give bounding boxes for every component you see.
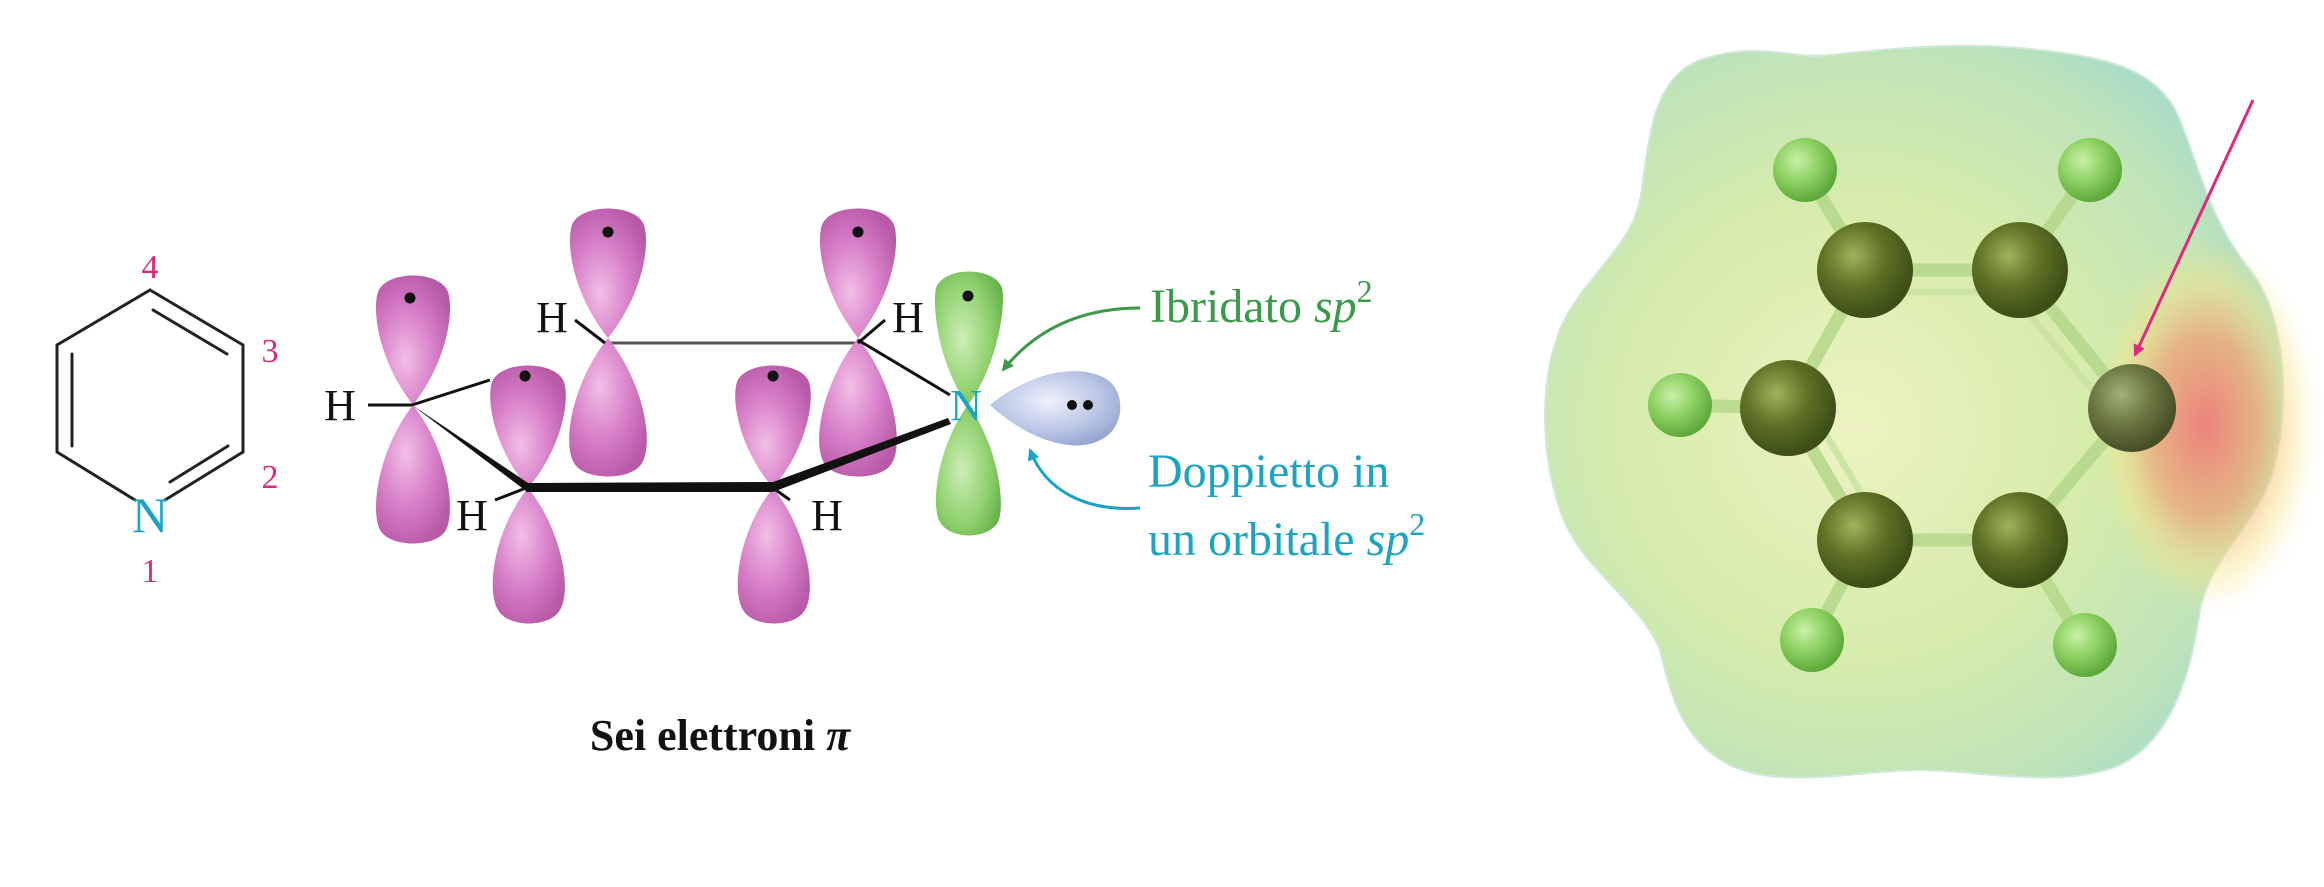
hybrid-arrow <box>1001 306 1141 372</box>
lone-pair-label-line2: un orbitale sp2 <box>1148 506 1425 566</box>
carbon-atom-top-left <box>1817 222 1913 318</box>
lone-pair-label-line1: Doppietto in <box>1148 445 1389 498</box>
pyridine-nitrogen-label: N <box>132 487 168 543</box>
caption: Sei elettroni π <box>590 711 851 760</box>
hydrogen-atom-bottom-left <box>1780 608 1844 672</box>
electrostatic-potential-map <box>1544 44 2315 779</box>
hybrid-label: Ibridato sp2 <box>1150 273 1373 333</box>
electron-rich-region <box>2095 240 2315 610</box>
electrostatic-surface <box>1544 44 2285 779</box>
pyridine-ring-bonds <box>55 288 245 502</box>
nitrogen-p-orbital <box>934 271 1003 536</box>
p-orbital-c6 <box>490 365 566 624</box>
carbon-atom-bottom-right <box>1972 492 2068 588</box>
ring-position-2: 2 <box>262 459 279 496</box>
p-orbital-c3 <box>819 208 897 477</box>
p-orbital-c1 <box>375 275 451 544</box>
carbon-atom-bottom-left <box>1817 492 1913 588</box>
h-label-top-right: H <box>892 293 924 342</box>
p-orbital-c5 <box>735 365 811 624</box>
pyridine-structure: N 1 2 3 4 <box>55 249 279 590</box>
hydrogen-atom-left <box>1648 373 1712 437</box>
h-label-bottom-left: H <box>456 491 488 540</box>
carbon-atom-top-right <box>1972 222 2068 318</box>
lone-pair-pointer-arrow <box>2133 99 2255 357</box>
hydrogen-atom-top-right <box>2058 138 2122 202</box>
ring-position-1: 1 <box>142 553 159 590</box>
carbon-atom-left <box>1740 360 1836 456</box>
hydrogen-atom-top-left <box>1773 138 1837 202</box>
ring-bonds-front <box>411 338 951 492</box>
p-orbital-c2 <box>569 208 647 477</box>
lone-pair-arrow <box>1027 448 1141 510</box>
nitrogen-atom <box>2088 364 2176 452</box>
ring-position-4: 4 <box>142 249 159 286</box>
orbital-nitrogen-label: N <box>950 381 982 430</box>
hydrogen-atom-bottom-right <box>2053 613 2117 677</box>
lone-pair-orbital <box>990 371 1121 446</box>
h-label-bottom-right: H <box>811 491 843 540</box>
ring-position-3: 3 <box>262 333 279 370</box>
h-label-top-left: H <box>536 293 568 342</box>
orbital-diagram: H H H H H N Ibridato sp2 Doppietto in un… <box>324 208 1425 760</box>
hydrogen-labels: H H H H H <box>324 293 924 540</box>
h-label-left: H <box>324 381 356 430</box>
